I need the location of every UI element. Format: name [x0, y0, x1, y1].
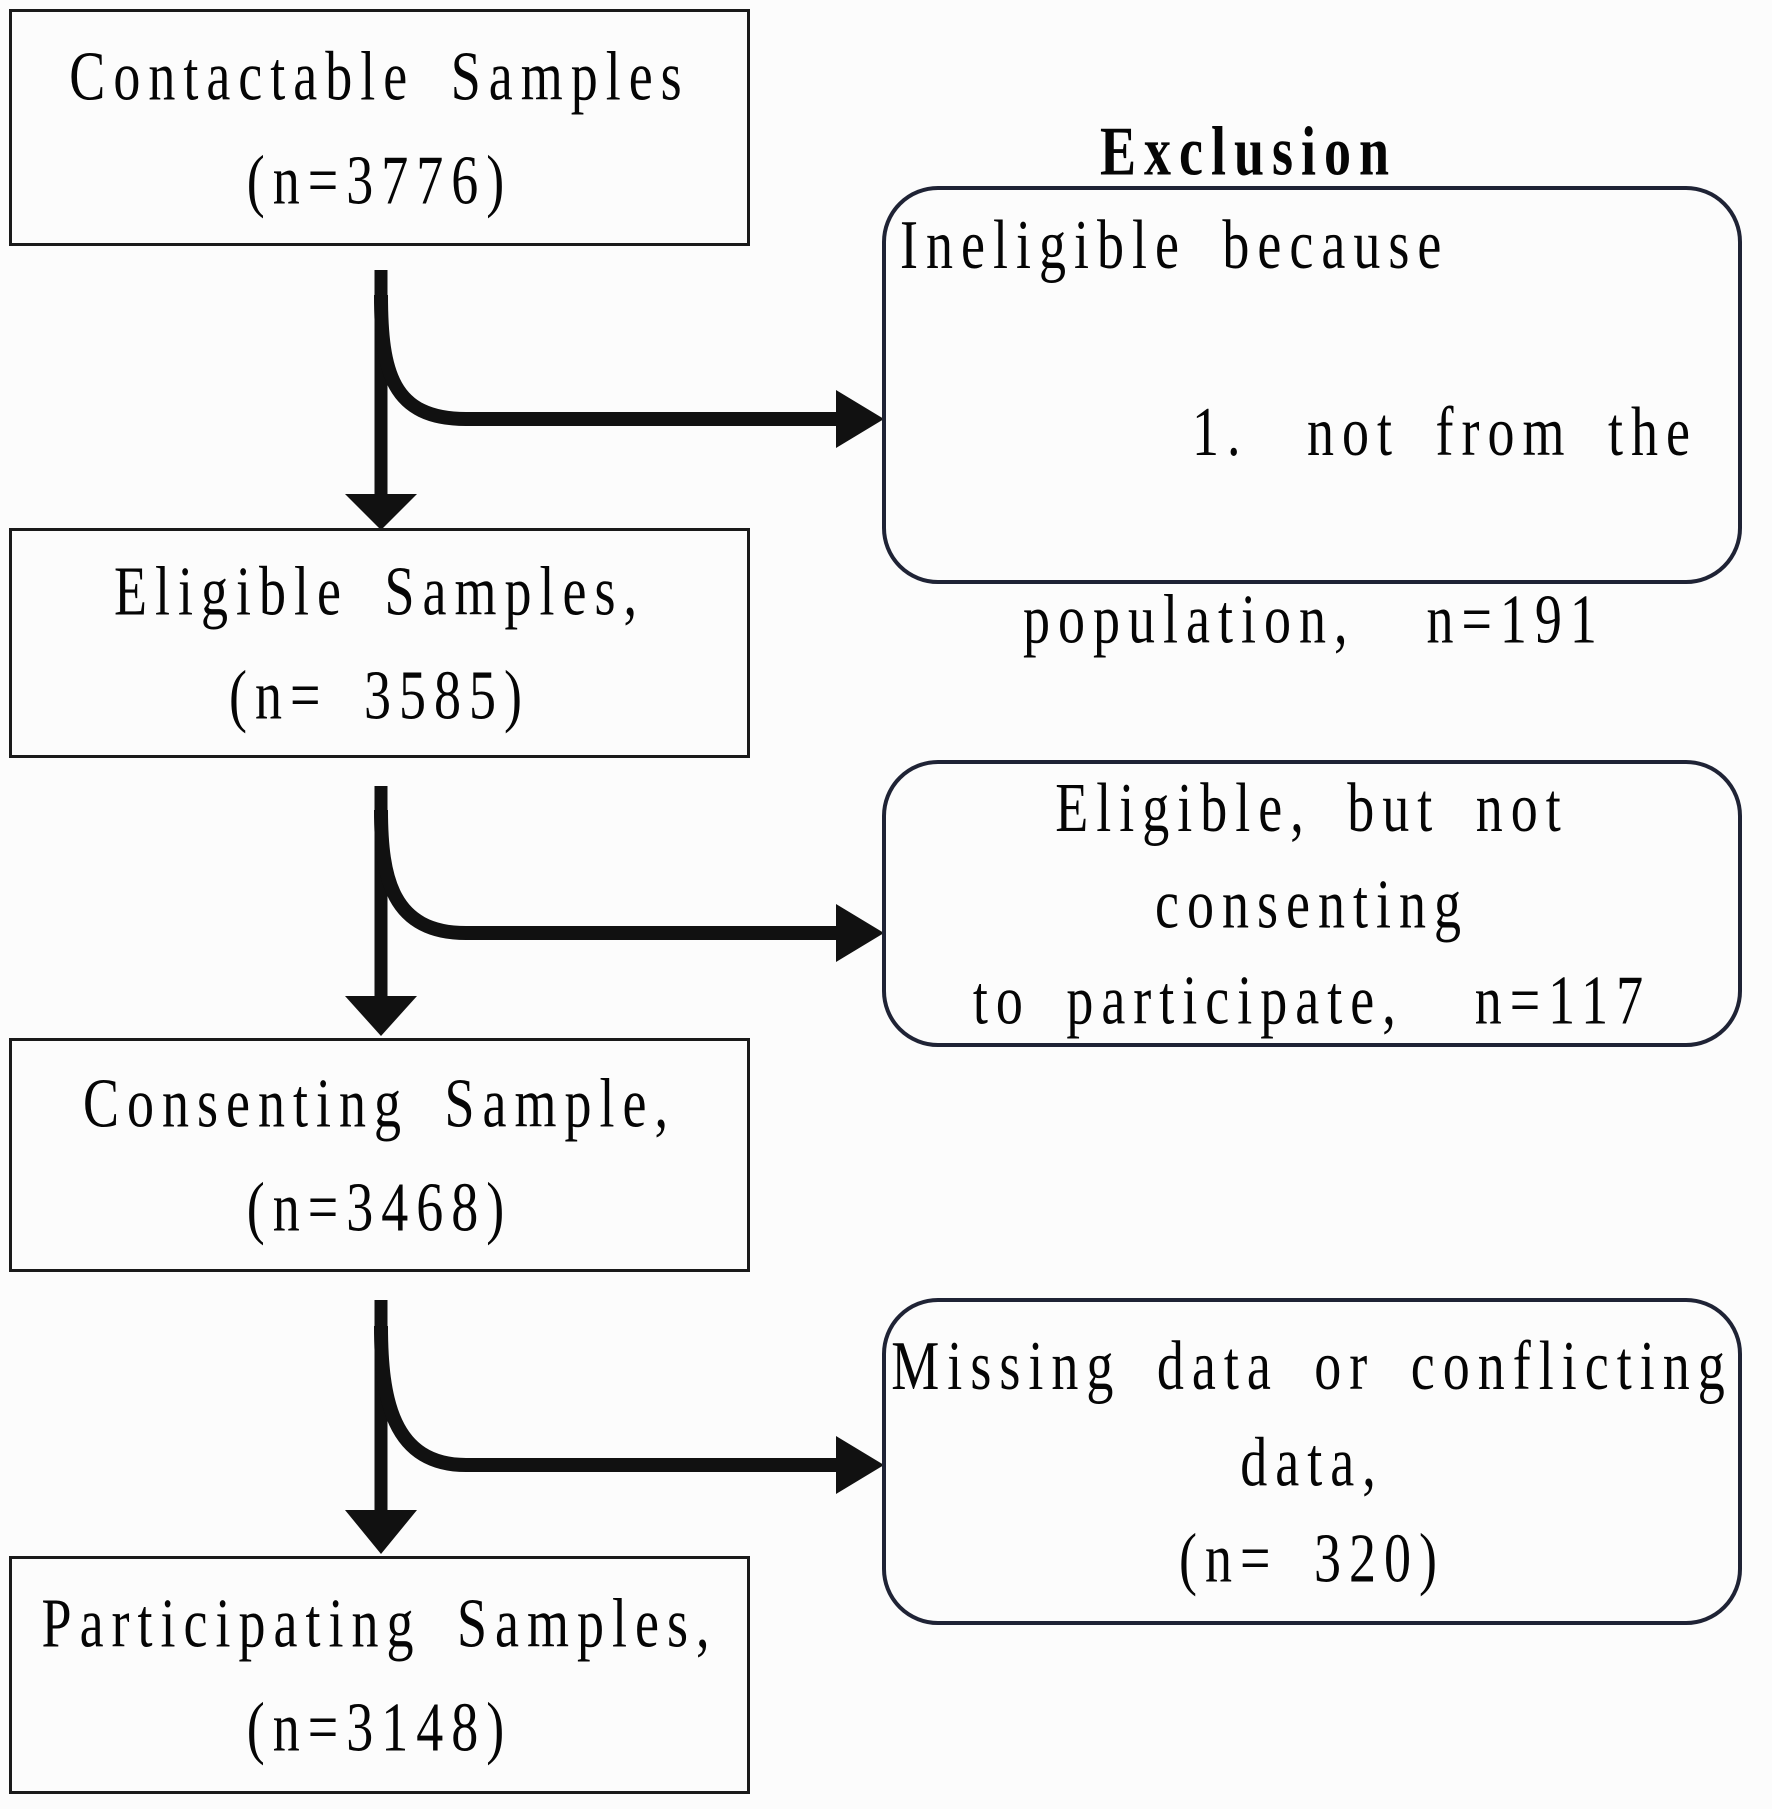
exclusion-item-line: 1. not from the [900, 291, 1724, 572]
exclusion-title: Exclusion [1100, 112, 1398, 190]
side-box-line: data, [1240, 1422, 1384, 1501]
side-box-exclusion: Exclusion Ineligible because 1. not from … [882, 112, 1742, 658]
flow-box-consenting-sample: Consenting Sample, (n=3468) [9, 1038, 750, 1272]
box-count-line: (n=3776) [246, 140, 513, 219]
box-label-line: Eligible Samples, [114, 552, 645, 630]
box-label-line: Participating Samples, [41, 1584, 718, 1662]
side-box-line: Missing data or conflicting [891, 1326, 1733, 1405]
arrowhead-down-icon [345, 996, 417, 1036]
flow-box-participating-samples: Participating Samples, (n=3148) [9, 1556, 750, 1794]
box-label-line: Consenting Sample, [83, 1064, 676, 1142]
side-box-not-consenting: Eligible, but not consenting to particip… [882, 760, 1742, 1047]
exclusion-item-text: not from the [1307, 392, 1698, 471]
arrow-contactable-to-eligible [345, 270, 884, 530]
arrow-branch-curve [374, 1325, 838, 1472]
arrow-eligible-to-consenting [345, 786, 884, 1036]
side-box-line: to participate, n=117 [972, 960, 1652, 1039]
exclusion-item-continuation: population, n=191 [1023, 580, 1605, 658]
side-box-line: Eligible, but not consenting [1055, 768, 1605, 943]
exclusion-item-number: 1. [1192, 392, 1249, 471]
side-box-text: Eligible, but not consenting to particip… [886, 759, 1738, 1048]
box-label-line: Contactable Samples [69, 36, 690, 115]
box-count-line: (n=3468) [246, 1168, 513, 1246]
side-box-count-line: (n= 320) [1179, 1518, 1445, 1597]
box-count-line: (n= 3585) [229, 656, 530, 734]
flow-box-text: Consenting Sample, (n=3468) [12, 1051, 747, 1259]
flow-box-contactable-samples: Contactable Samples (n=3776) [9, 9, 750, 246]
arrowhead-right-icon [836, 904, 884, 962]
arrowhead-down-icon [345, 494, 417, 530]
flow-box-text: Participating Samples, (n=3148) [12, 1571, 747, 1779]
arrowhead-right-icon [836, 1436, 884, 1494]
side-box-missing-data: Missing data or conflicting data, (n= 32… [882, 1298, 1742, 1625]
side-box-text: Missing data or conflicting data, (n= 32… [886, 1317, 1738, 1606]
arrow-branch-curve [374, 809, 838, 940]
arrow-consenting-to-participating [345, 1300, 884, 1554]
arrow-branch-curve [374, 294, 838, 426]
side-box-text: Exclusion Ineligible because 1. not from … [886, 104, 1738, 666]
flow-box-text: Contactable Samples (n=3776) [12, 24, 747, 232]
arrowhead-down-icon [345, 1510, 417, 1554]
arrowhead-right-icon [836, 390, 884, 448]
flow-box-eligible-samples: Eligible Samples, (n= 3585) [9, 528, 750, 758]
box-count-line: (n=3148) [246, 1688, 513, 1766]
flow-box-text: Eligible Samples, (n= 3585) [12, 539, 747, 747]
exclusion-reason-line: Ineligible because [900, 205, 1450, 284]
